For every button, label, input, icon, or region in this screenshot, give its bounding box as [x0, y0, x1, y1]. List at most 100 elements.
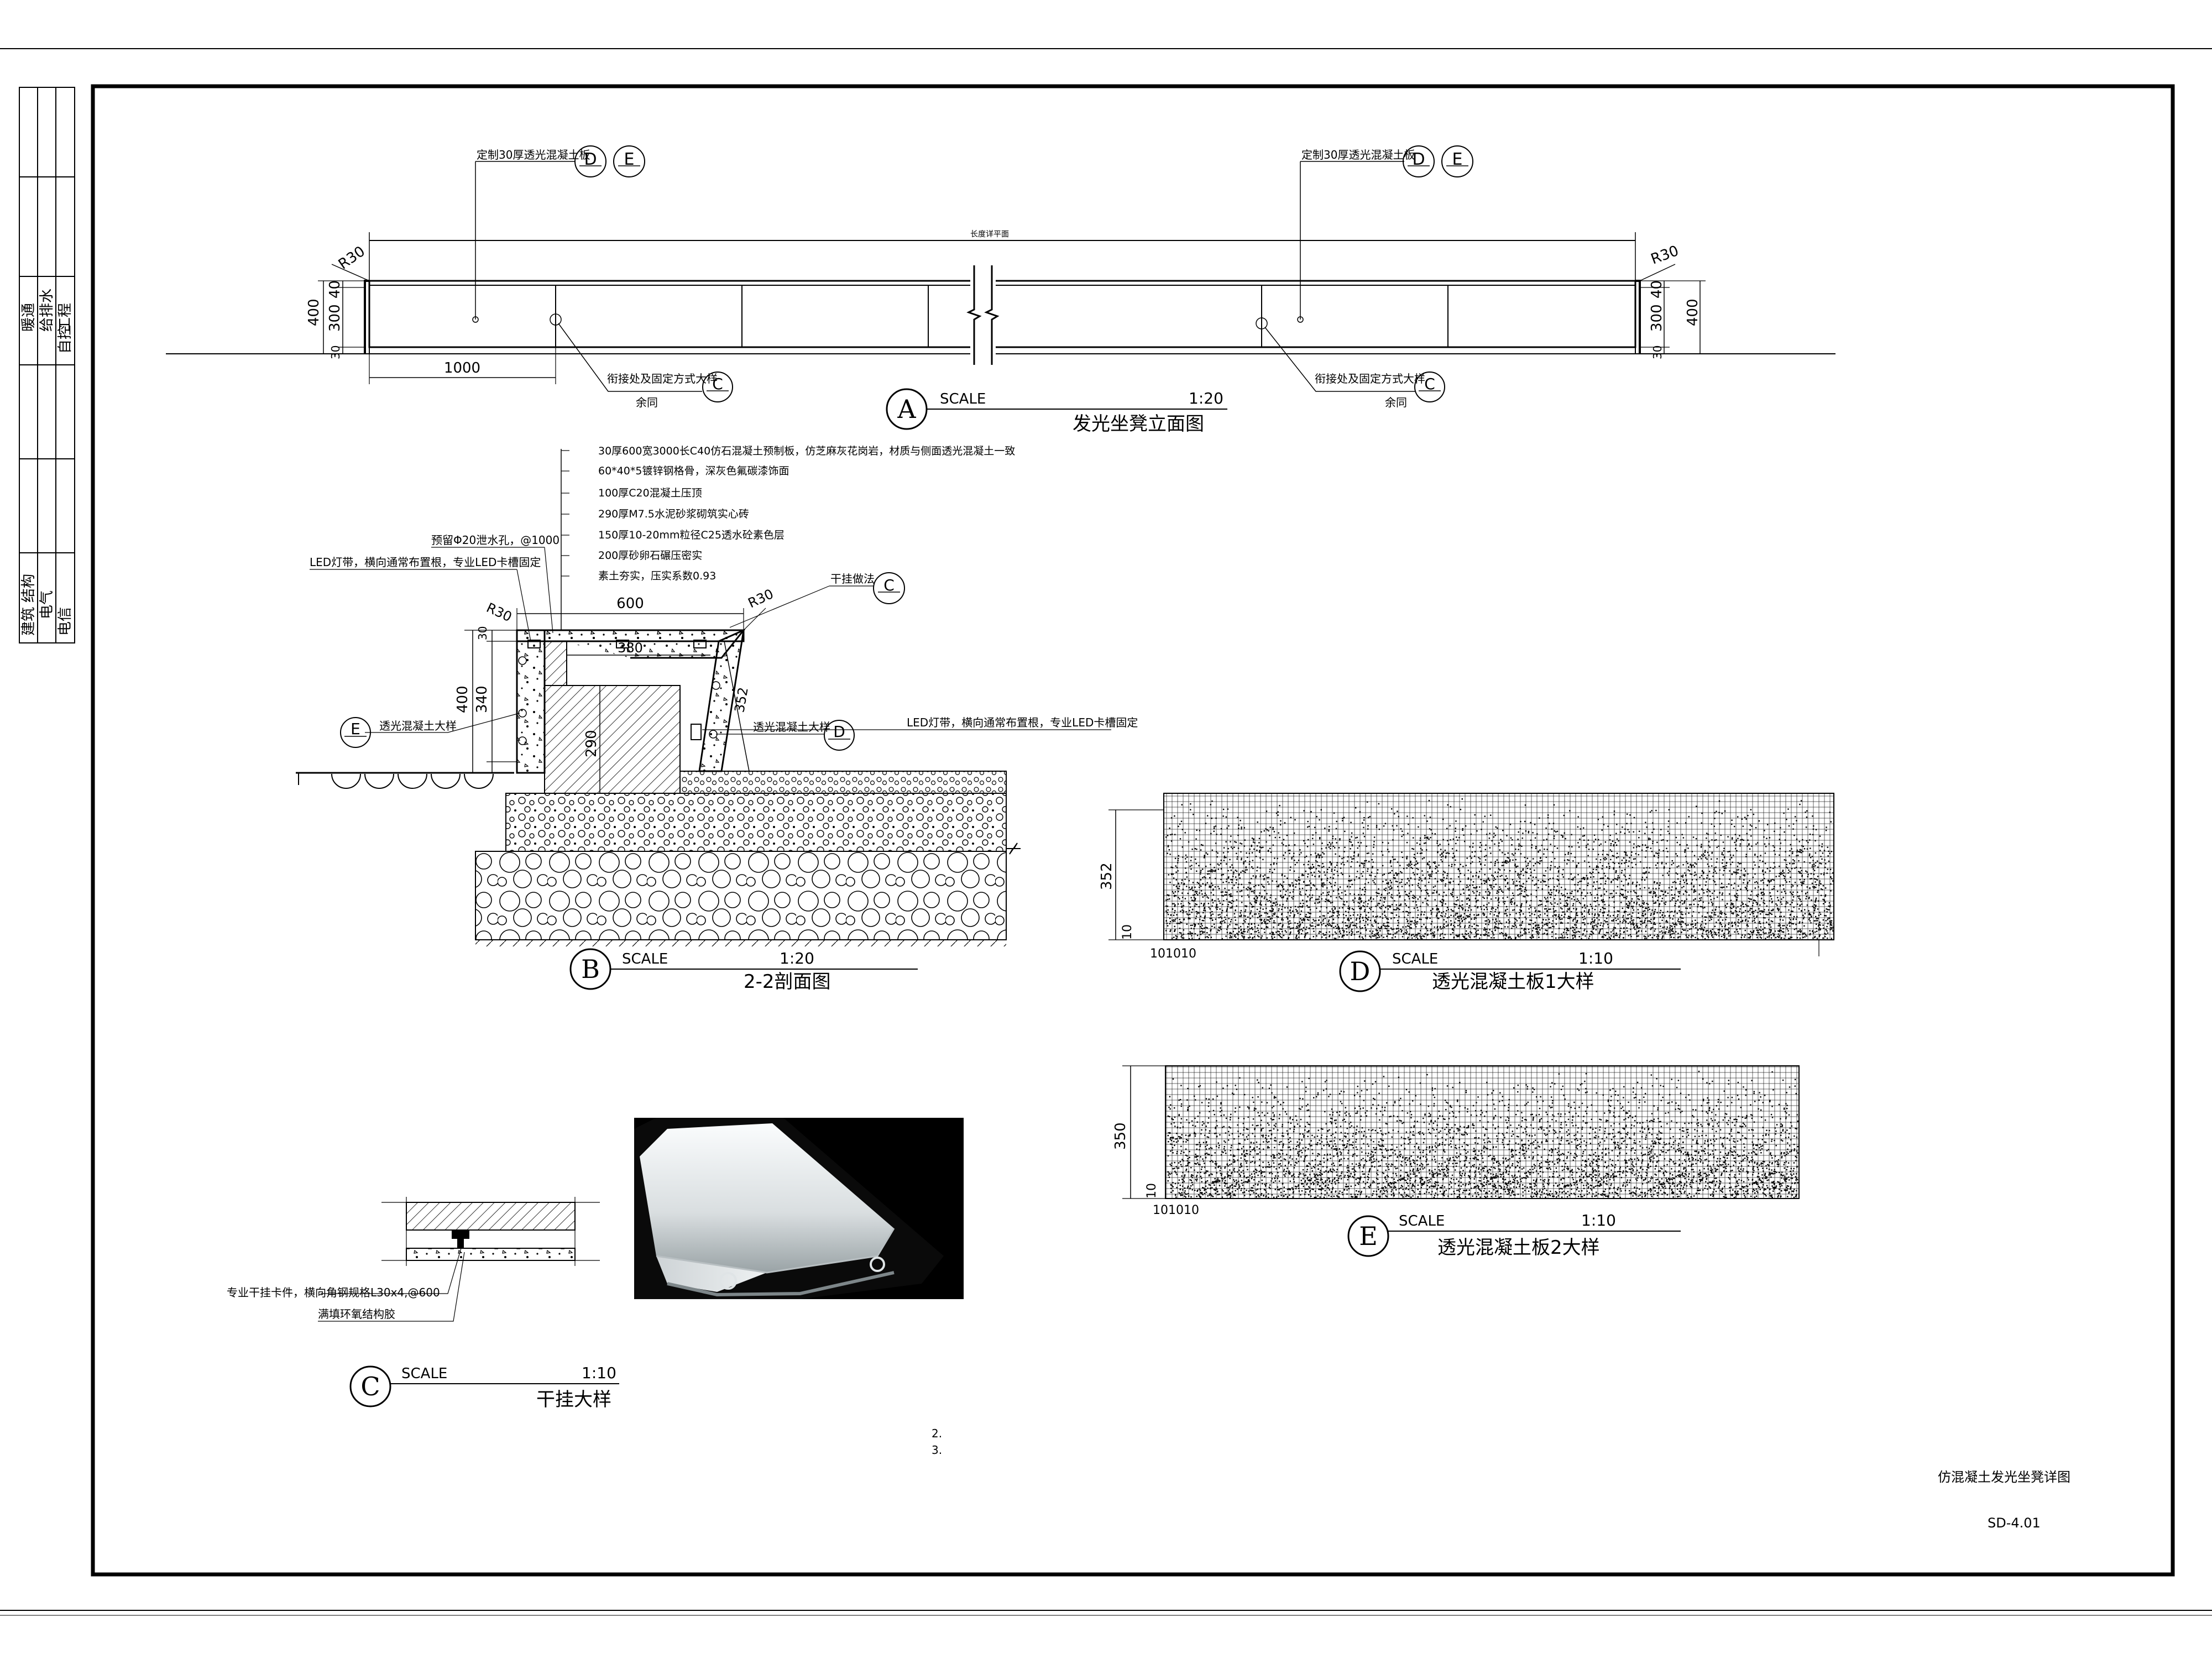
stipple-dot	[1464, 938, 1466, 940]
stipple-dot	[1308, 839, 1309, 841]
stipple-dot	[1232, 876, 1234, 877]
stipple-dot	[1631, 862, 1633, 863]
stipple-dot	[1468, 935, 1470, 937]
stipple-dot	[1711, 839, 1713, 841]
stipple-dot	[1185, 861, 1188, 863]
stipple-dot	[1672, 882, 1674, 883]
stipple-dot	[1185, 867, 1186, 869]
stipple-dot	[1337, 912, 1339, 914]
stipple-dot	[1769, 880, 1770, 882]
stipple-dot	[1314, 876, 1316, 877]
stipple-dot	[1816, 918, 1817, 919]
stipple-dot	[1633, 909, 1634, 911]
stipple-dot	[1789, 850, 1791, 852]
stipple-dot	[1799, 937, 1801, 939]
stipple-dot	[1524, 820, 1526, 823]
layer-1: 30厚600宽3000长C40仿石混凝土预制板，仿芝麻灰花岗岩，材质与侧面透光混…	[598, 445, 1015, 457]
stipple-dot	[1273, 831, 1275, 833]
stipple-dot	[1460, 881, 1461, 882]
stipple-dot	[1417, 938, 1419, 940]
stipple-dot	[1467, 886, 1469, 888]
stipple-dot	[1643, 903, 1645, 905]
stipple-dot	[1455, 918, 1457, 920]
stipple-dot	[1332, 838, 1334, 840]
stipple-dot	[1312, 884, 1314, 886]
stipple-dot	[1347, 860, 1348, 862]
stipple-dot	[1342, 935, 1343, 937]
stipple-dot	[1310, 889, 1312, 891]
stipple-dot	[1359, 921, 1361, 923]
stipple-dot	[1567, 897, 1568, 899]
stipple-dot	[1217, 863, 1219, 865]
stipple-dot	[1784, 938, 1785, 939]
stipple-dot	[1434, 833, 1436, 835]
stipple-dot	[1211, 882, 1212, 884]
stipple-dot	[1442, 911, 1444, 913]
stipple-dot	[1756, 934, 1758, 936]
stipple-dot	[1657, 857, 1659, 859]
stipple-dot	[1427, 899, 1429, 901]
stipple-dot	[1523, 913, 1524, 915]
stipple-dot	[1756, 904, 1758, 906]
stipple-dot	[1406, 918, 1408, 920]
stipple-dot	[1803, 916, 1805, 918]
stipple-dot	[1803, 882, 1805, 885]
stipple-dot	[1467, 933, 1470, 934]
stipple-dot	[1416, 917, 1418, 919]
stipple-dot	[1667, 872, 1669, 874]
stipple-dot	[1367, 882, 1369, 883]
stipple-dot	[1708, 902, 1709, 904]
stipple-dot	[1413, 922, 1415, 924]
stipple-dot	[1817, 891, 1818, 893]
stipple-dot	[1555, 831, 1557, 833]
stipple-dot	[1538, 915, 1540, 917]
stipple-dot	[1514, 918, 1516, 919]
stipple-dot	[1566, 893, 1568, 894]
stipple-dot	[1771, 901, 1773, 902]
stipple-dot	[1763, 902, 1764, 903]
stipple-dot	[1573, 899, 1575, 901]
stipple-dot	[1475, 935, 1477, 938]
stipple-dot	[1406, 841, 1408, 844]
stipple-dot	[1223, 857, 1225, 859]
stipple-dot	[1623, 937, 1624, 939]
stipple-dot	[1811, 915, 1812, 917]
stipple-dot	[1542, 880, 1544, 881]
stipple-dot	[1783, 888, 1785, 890]
stipple-dot	[1733, 871, 1735, 873]
stipple-dot	[1278, 886, 1279, 888]
stipple-dot	[1681, 834, 1683, 835]
stipple-dot	[1388, 905, 1390, 907]
stipple-dot	[1172, 903, 1173, 905]
stipple-dot	[1638, 854, 1639, 856]
stipple-dot	[1606, 854, 1608, 855]
stipple-dot	[1245, 866, 1247, 868]
stipple-dot	[1416, 867, 1418, 870]
stipple-dot	[1275, 904, 1277, 906]
stipple-dot	[1744, 915, 1746, 917]
stipple-dot	[1789, 855, 1790, 856]
stipple-dot	[1196, 913, 1198, 915]
stipple-dot	[1280, 820, 1282, 822]
stipple-dot	[1671, 863, 1672, 866]
stipple-dot	[1251, 838, 1253, 839]
stipple-dot	[1250, 912, 1252, 913]
stipple-dot	[1745, 854, 1747, 855]
stipple-dot	[1744, 936, 1745, 938]
stipple-dot	[1281, 875, 1283, 876]
stipple-dot	[1460, 893, 1462, 895]
stipple-dot	[1567, 859, 1568, 861]
stipple-dot	[1617, 910, 1618, 912]
stipple-dot	[1628, 935, 1629, 936]
stipple-dot	[1517, 874, 1519, 876]
stipple-dot	[1226, 908, 1228, 910]
stipple-dot	[1328, 919, 1330, 921]
stipple-dot	[1812, 828, 1814, 830]
stipple-dot	[1268, 877, 1269, 878]
stipple-dot	[1596, 866, 1598, 868]
stipple-dot	[1327, 868, 1329, 870]
stipple-dot	[1808, 917, 1811, 919]
stipple-dot	[1667, 830, 1669, 832]
stipple-dot	[1502, 897, 1504, 899]
stipple-dot	[1303, 927, 1305, 929]
